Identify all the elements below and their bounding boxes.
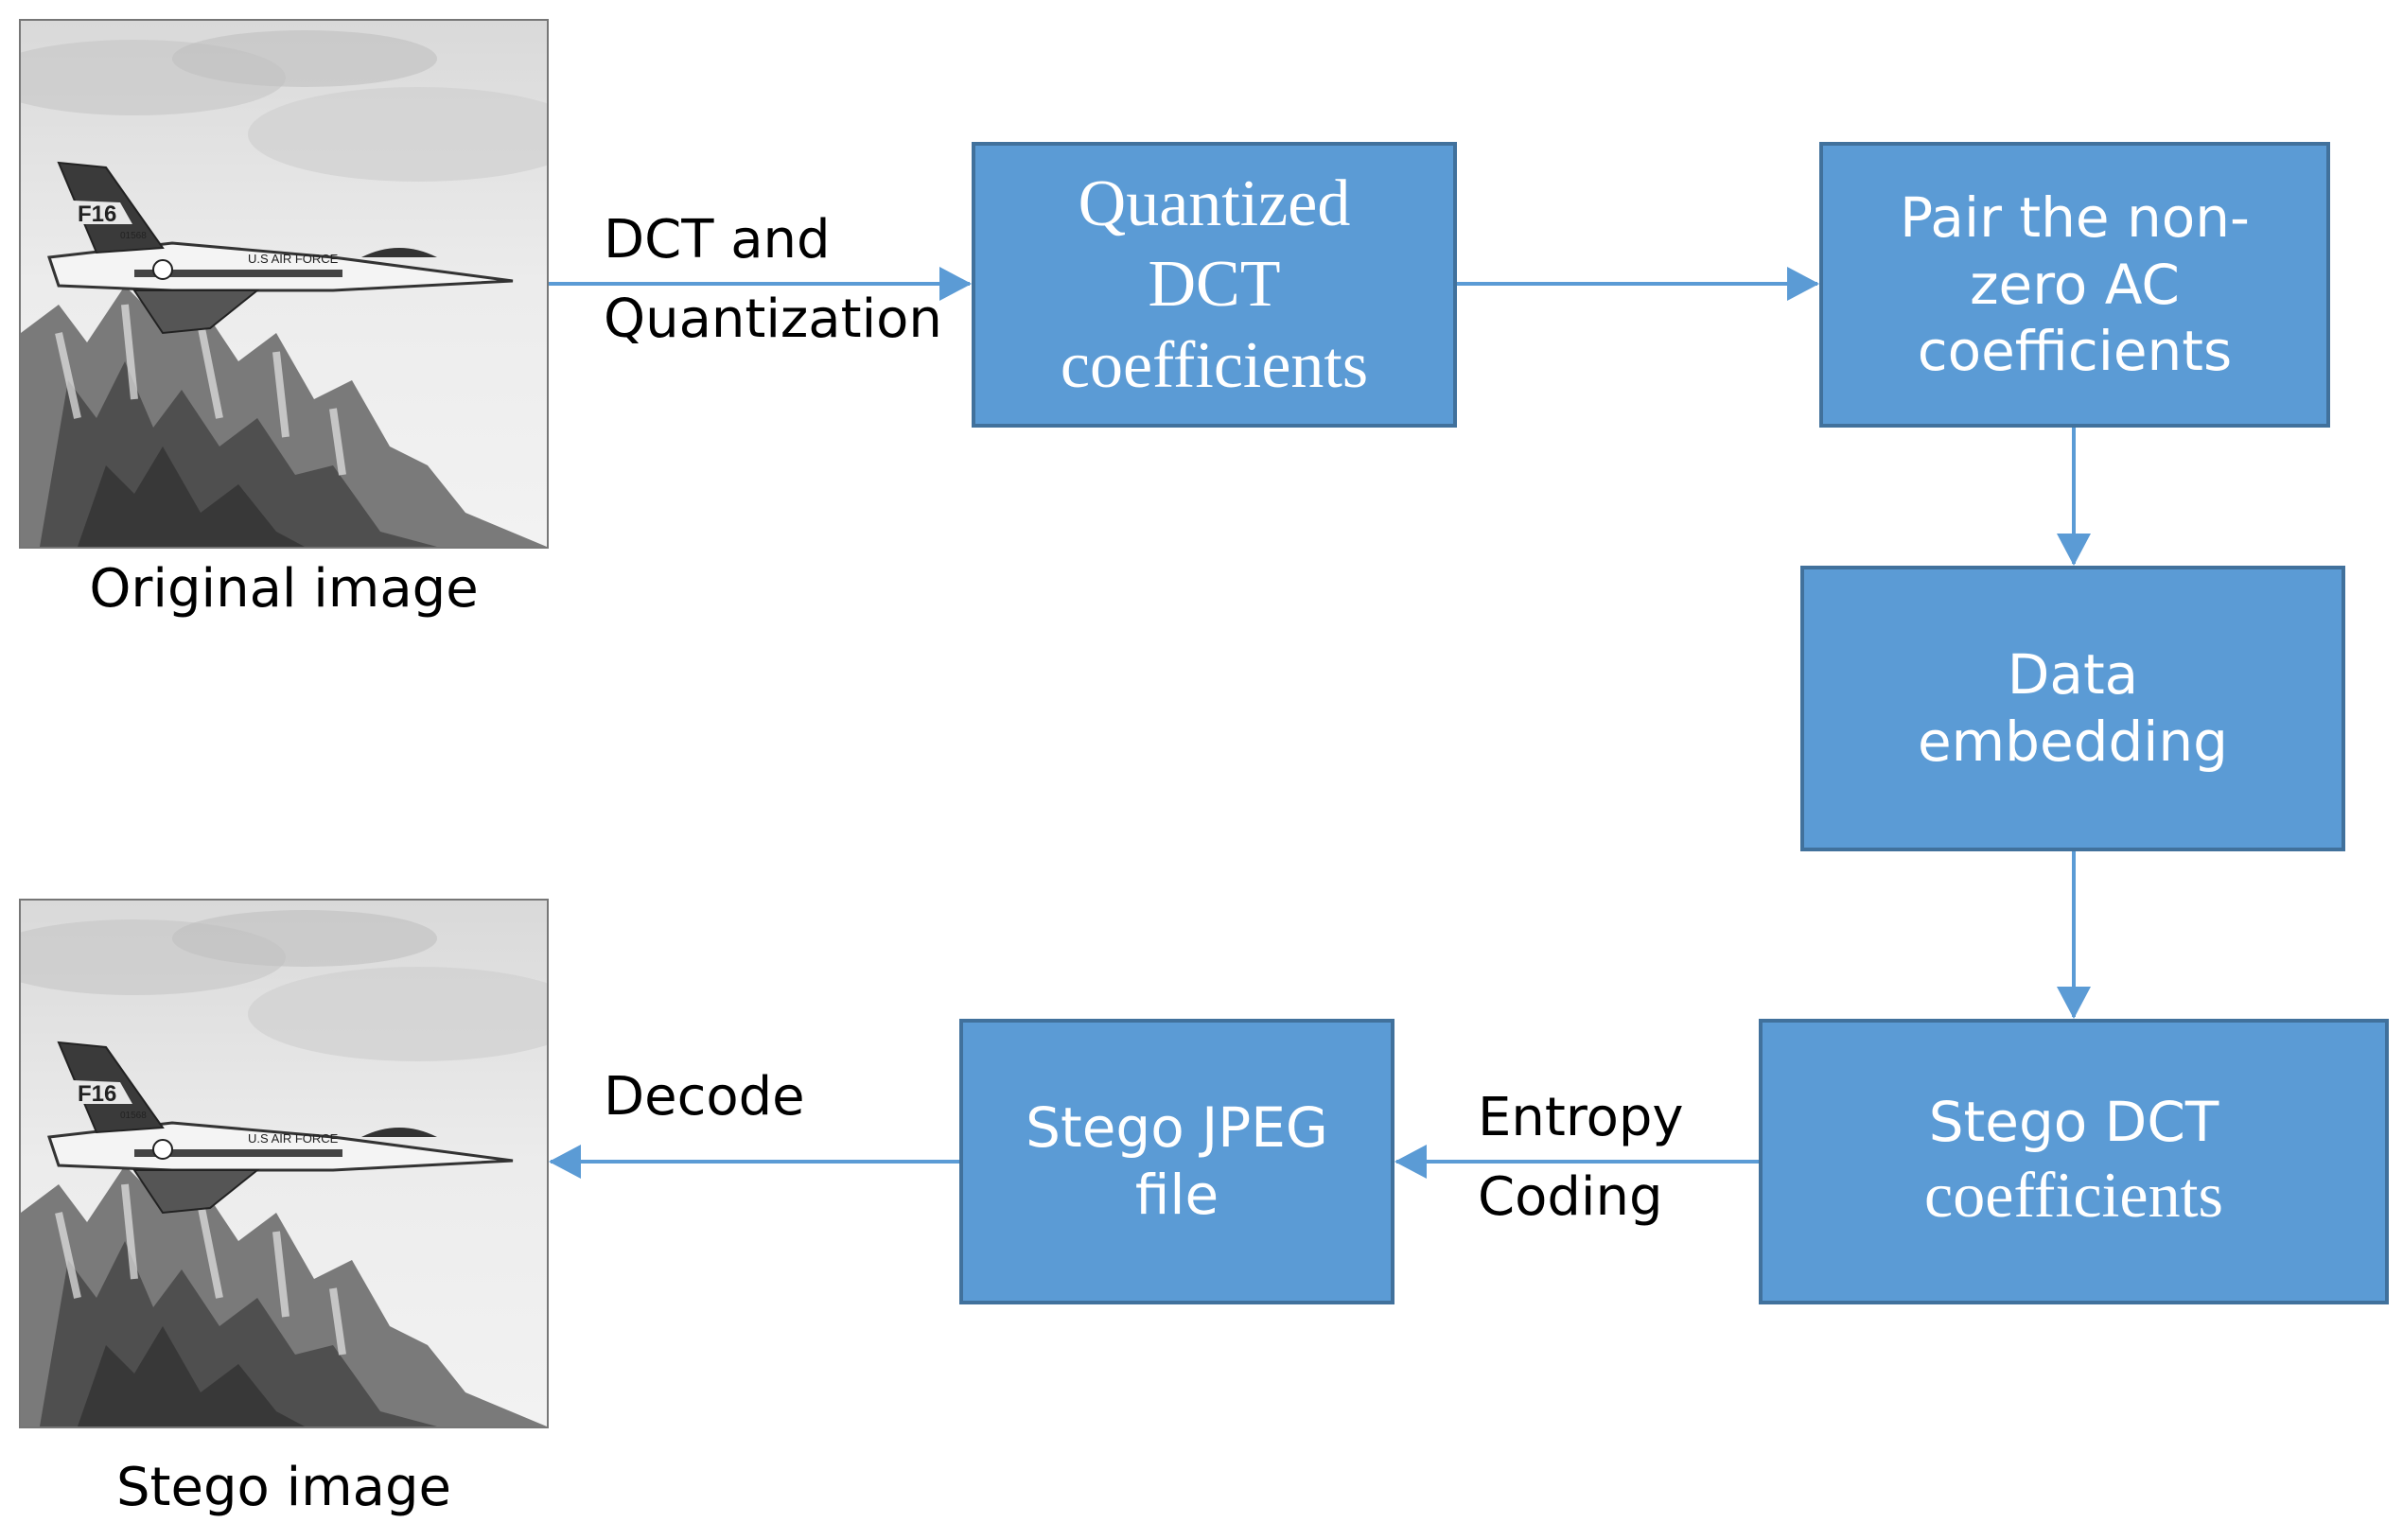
arrowhead-to-stego-image: [549, 1145, 581, 1179]
fighter-jet-photo-stego: F16 U.S AIR FORCE 01568: [21, 901, 547, 1426]
arrowhead-to-jpeg: [1394, 1145, 1427, 1179]
stego-dct-line2: coefficients: [1924, 1158, 2223, 1231]
jet-serial-marking-stego: 01568: [120, 1111, 147, 1121]
dct-quantization-label: DCT and Quantization: [604, 209, 942, 350]
decode-label: Decode: [604, 1066, 805, 1128]
jet-body-marking-stego: U.S AIR FORCE: [248, 1131, 339, 1146]
jet-tail-marking: F16: [78, 201, 116, 227]
original-image: F16 U.S AIR FORCE 01568: [19, 19, 549, 549]
quantized-dct-coefficients-label: Quantized DCT coefficients: [1060, 166, 1369, 402]
stego-dct-line1: Stego DCT: [1928, 1090, 2219, 1155]
pair-nonzero-ac-label: Pair the non- zero AC coefficients: [1900, 184, 2250, 384]
stego-image: F16 U.S AIR FORCE 01568: [19, 899, 549, 1428]
pair-nonzero-ac-box: Pair the non- zero AC coefficients: [1819, 142, 2330, 428]
jet-serial-marking: 01568: [120, 231, 147, 241]
arrowhead-to-quantized: [939, 267, 972, 301]
data-embedding-box: Data embedding: [1800, 566, 2345, 851]
arrowhead-to-embedding: [2057, 534, 2091, 566]
stego-jpeg-file-label: Stego JPEG file: [1026, 1095, 1328, 1227]
arrowhead-to-pair: [1787, 267, 1819, 301]
jet-tail-marking-stego: F16: [78, 1081, 116, 1107]
quantized-dct-coefficients-box: Quantized DCT coefficients: [972, 142, 1457, 428]
fighter-jet-photo: F16 U.S AIR FORCE 01568: [21, 21, 547, 547]
entropy-coding-label: Entropy Coding: [1478, 1087, 1684, 1228]
stego-image-caption: Stego image: [116, 1457, 451, 1518]
original-image-caption: Original image: [89, 558, 479, 620]
data-embedding-label: Data embedding: [1917, 642, 2228, 774]
stego-jpeg-file-box: Stego JPEG file: [959, 1019, 1394, 1304]
jet-body-marking: U.S AIR FORCE: [248, 252, 339, 266]
arrowhead-to-stego-dct: [2057, 987, 2091, 1019]
